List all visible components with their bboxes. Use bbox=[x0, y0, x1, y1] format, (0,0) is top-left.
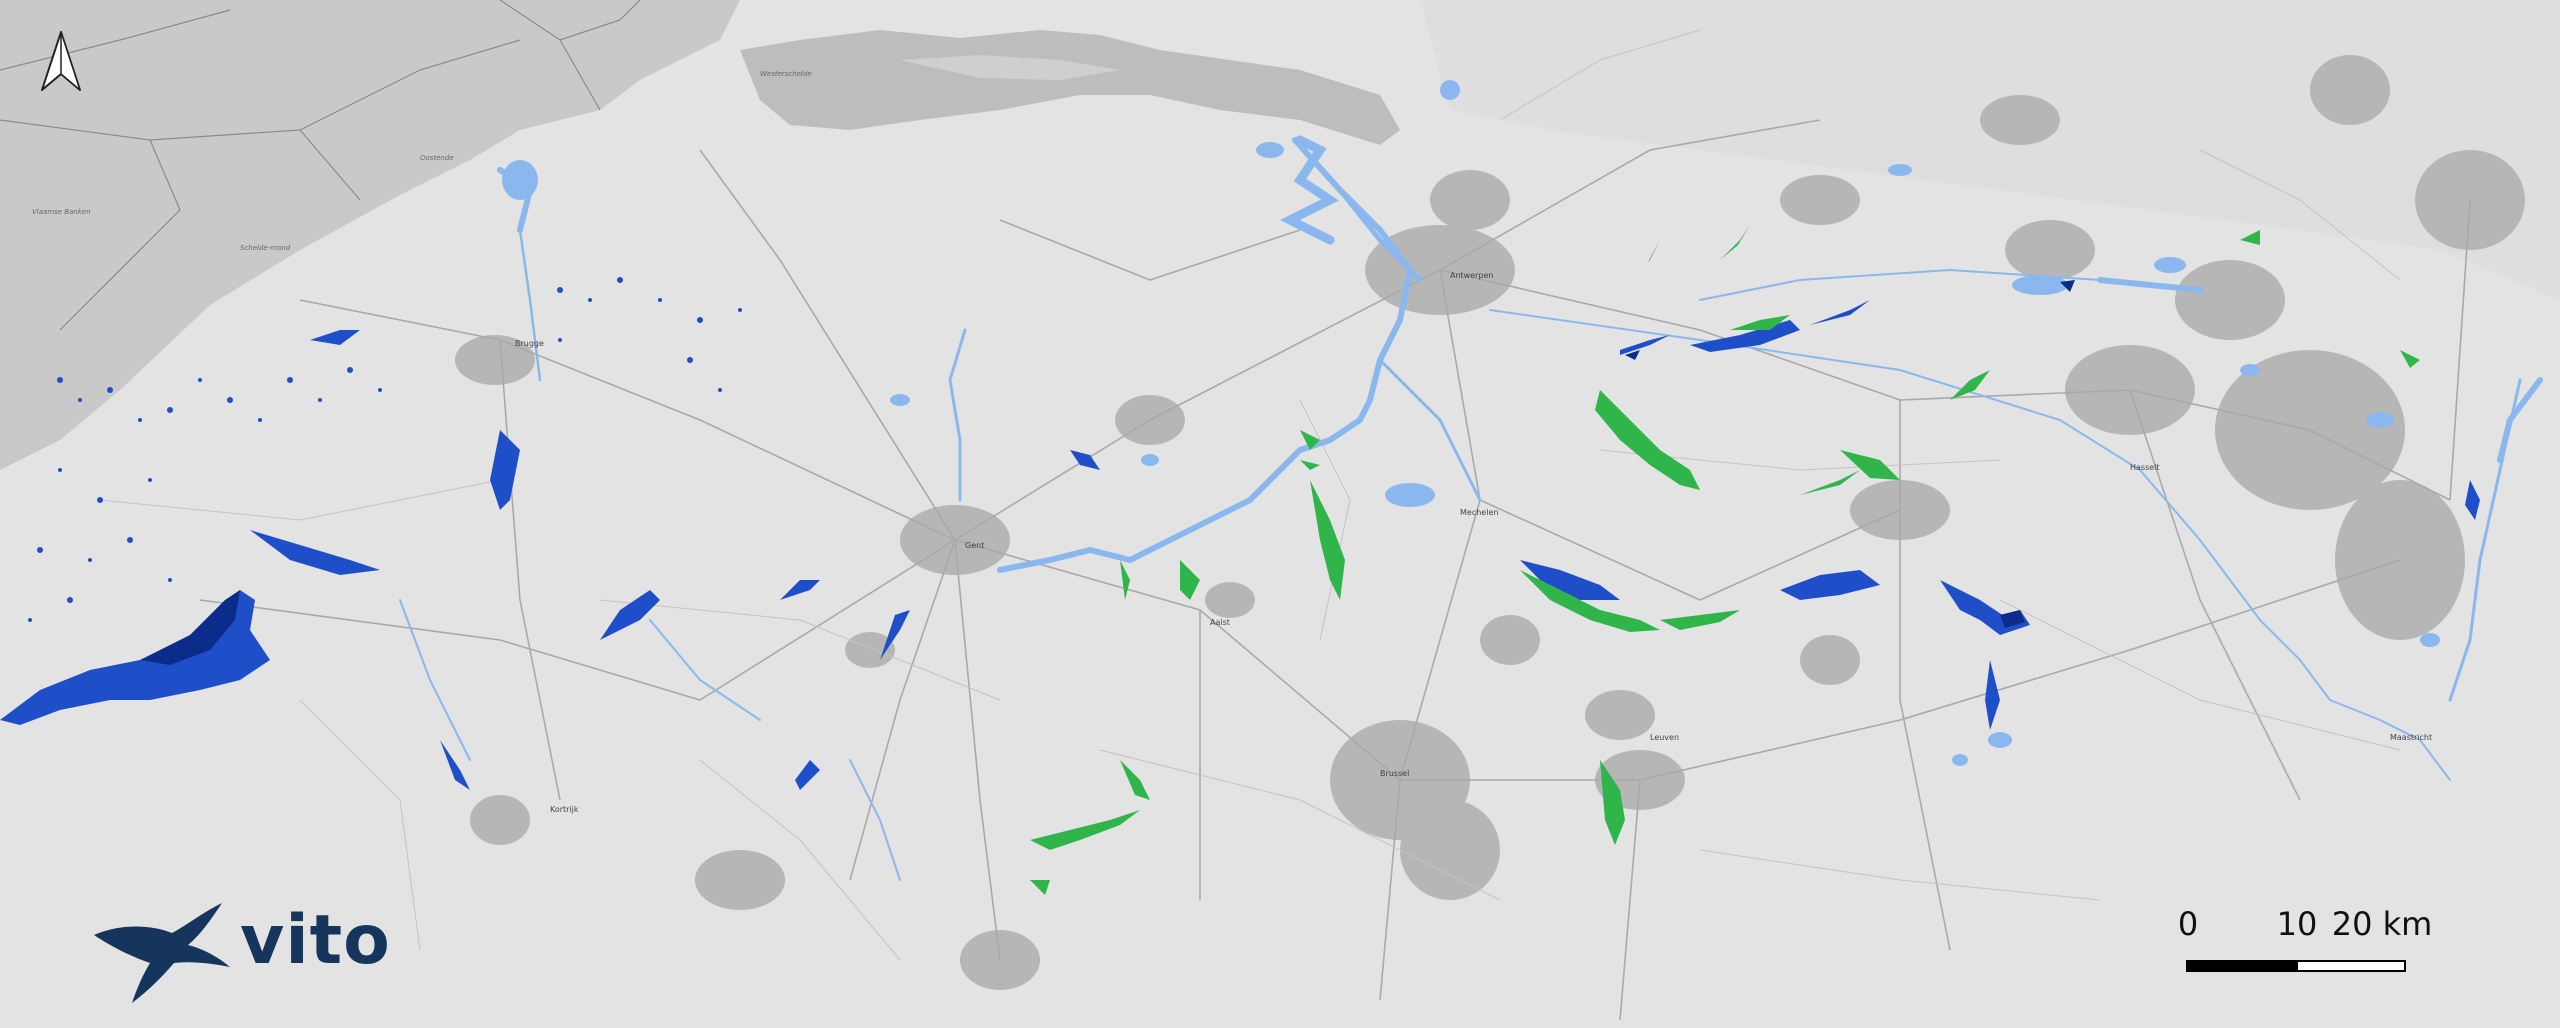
sea-zone-label-1: Vlaamse Banken bbox=[32, 208, 91, 216]
city-label-gent: Gent bbox=[965, 541, 984, 550]
city-label-hasselt: Hasselt bbox=[2130, 463, 2160, 472]
city-label-maastricht: Maastricht bbox=[2390, 733, 2432, 742]
estuary-area bbox=[740, 30, 1400, 145]
neighbor-land bbox=[1420, 0, 2560, 300]
city-label-leuven: Leuven bbox=[1650, 733, 1679, 742]
flood-speckle bbox=[28, 277, 742, 622]
scale-label-10: 10 bbox=[2276, 905, 2318, 943]
flood-light-blue bbox=[502, 80, 2440, 766]
minor-roads bbox=[99, 29, 2401, 961]
city-label-brussel: Brussel bbox=[1380, 769, 1409, 778]
city-label-brugge: Brugge bbox=[515, 339, 544, 348]
flood-navy bbox=[140, 280, 2075, 665]
flood-green bbox=[1030, 225, 2420, 895]
scale-bar-track bbox=[2186, 960, 2406, 972]
estuary-label: Westerschelde bbox=[760, 70, 812, 78]
city-label-aalst: Aalst bbox=[1210, 618, 1230, 627]
sea-zone-label-2: Schelde-mond bbox=[240, 244, 291, 252]
city-label-antwerpen: Antwerpen bbox=[1450, 271, 1494, 280]
vito-bird-icon bbox=[94, 903, 230, 1003]
flood-dark-blue bbox=[0, 300, 2480, 790]
scale-label-0: 0 bbox=[2177, 905, 2199, 943]
estuary-shoals bbox=[900, 55, 1120, 80]
vito-logo-text: vito bbox=[240, 901, 391, 980]
north-arrow-icon bbox=[38, 30, 84, 94]
city-label-kortrijk: Kortrijk bbox=[550, 805, 579, 814]
vito-logo: vito bbox=[92, 895, 402, 1005]
sea-area bbox=[0, 0, 740, 470]
scale-bar-black-segment bbox=[2188, 962, 2298, 970]
city-label-mechelen: Mechelen bbox=[1460, 508, 1498, 517]
sea-zone-label-3: Oostende bbox=[420, 154, 454, 162]
scale-bar: 0 10 20 km bbox=[2178, 905, 2432, 975]
scale-label-20: 20 km bbox=[2331, 905, 2433, 943]
sea-zone-lines bbox=[0, 0, 641, 331]
